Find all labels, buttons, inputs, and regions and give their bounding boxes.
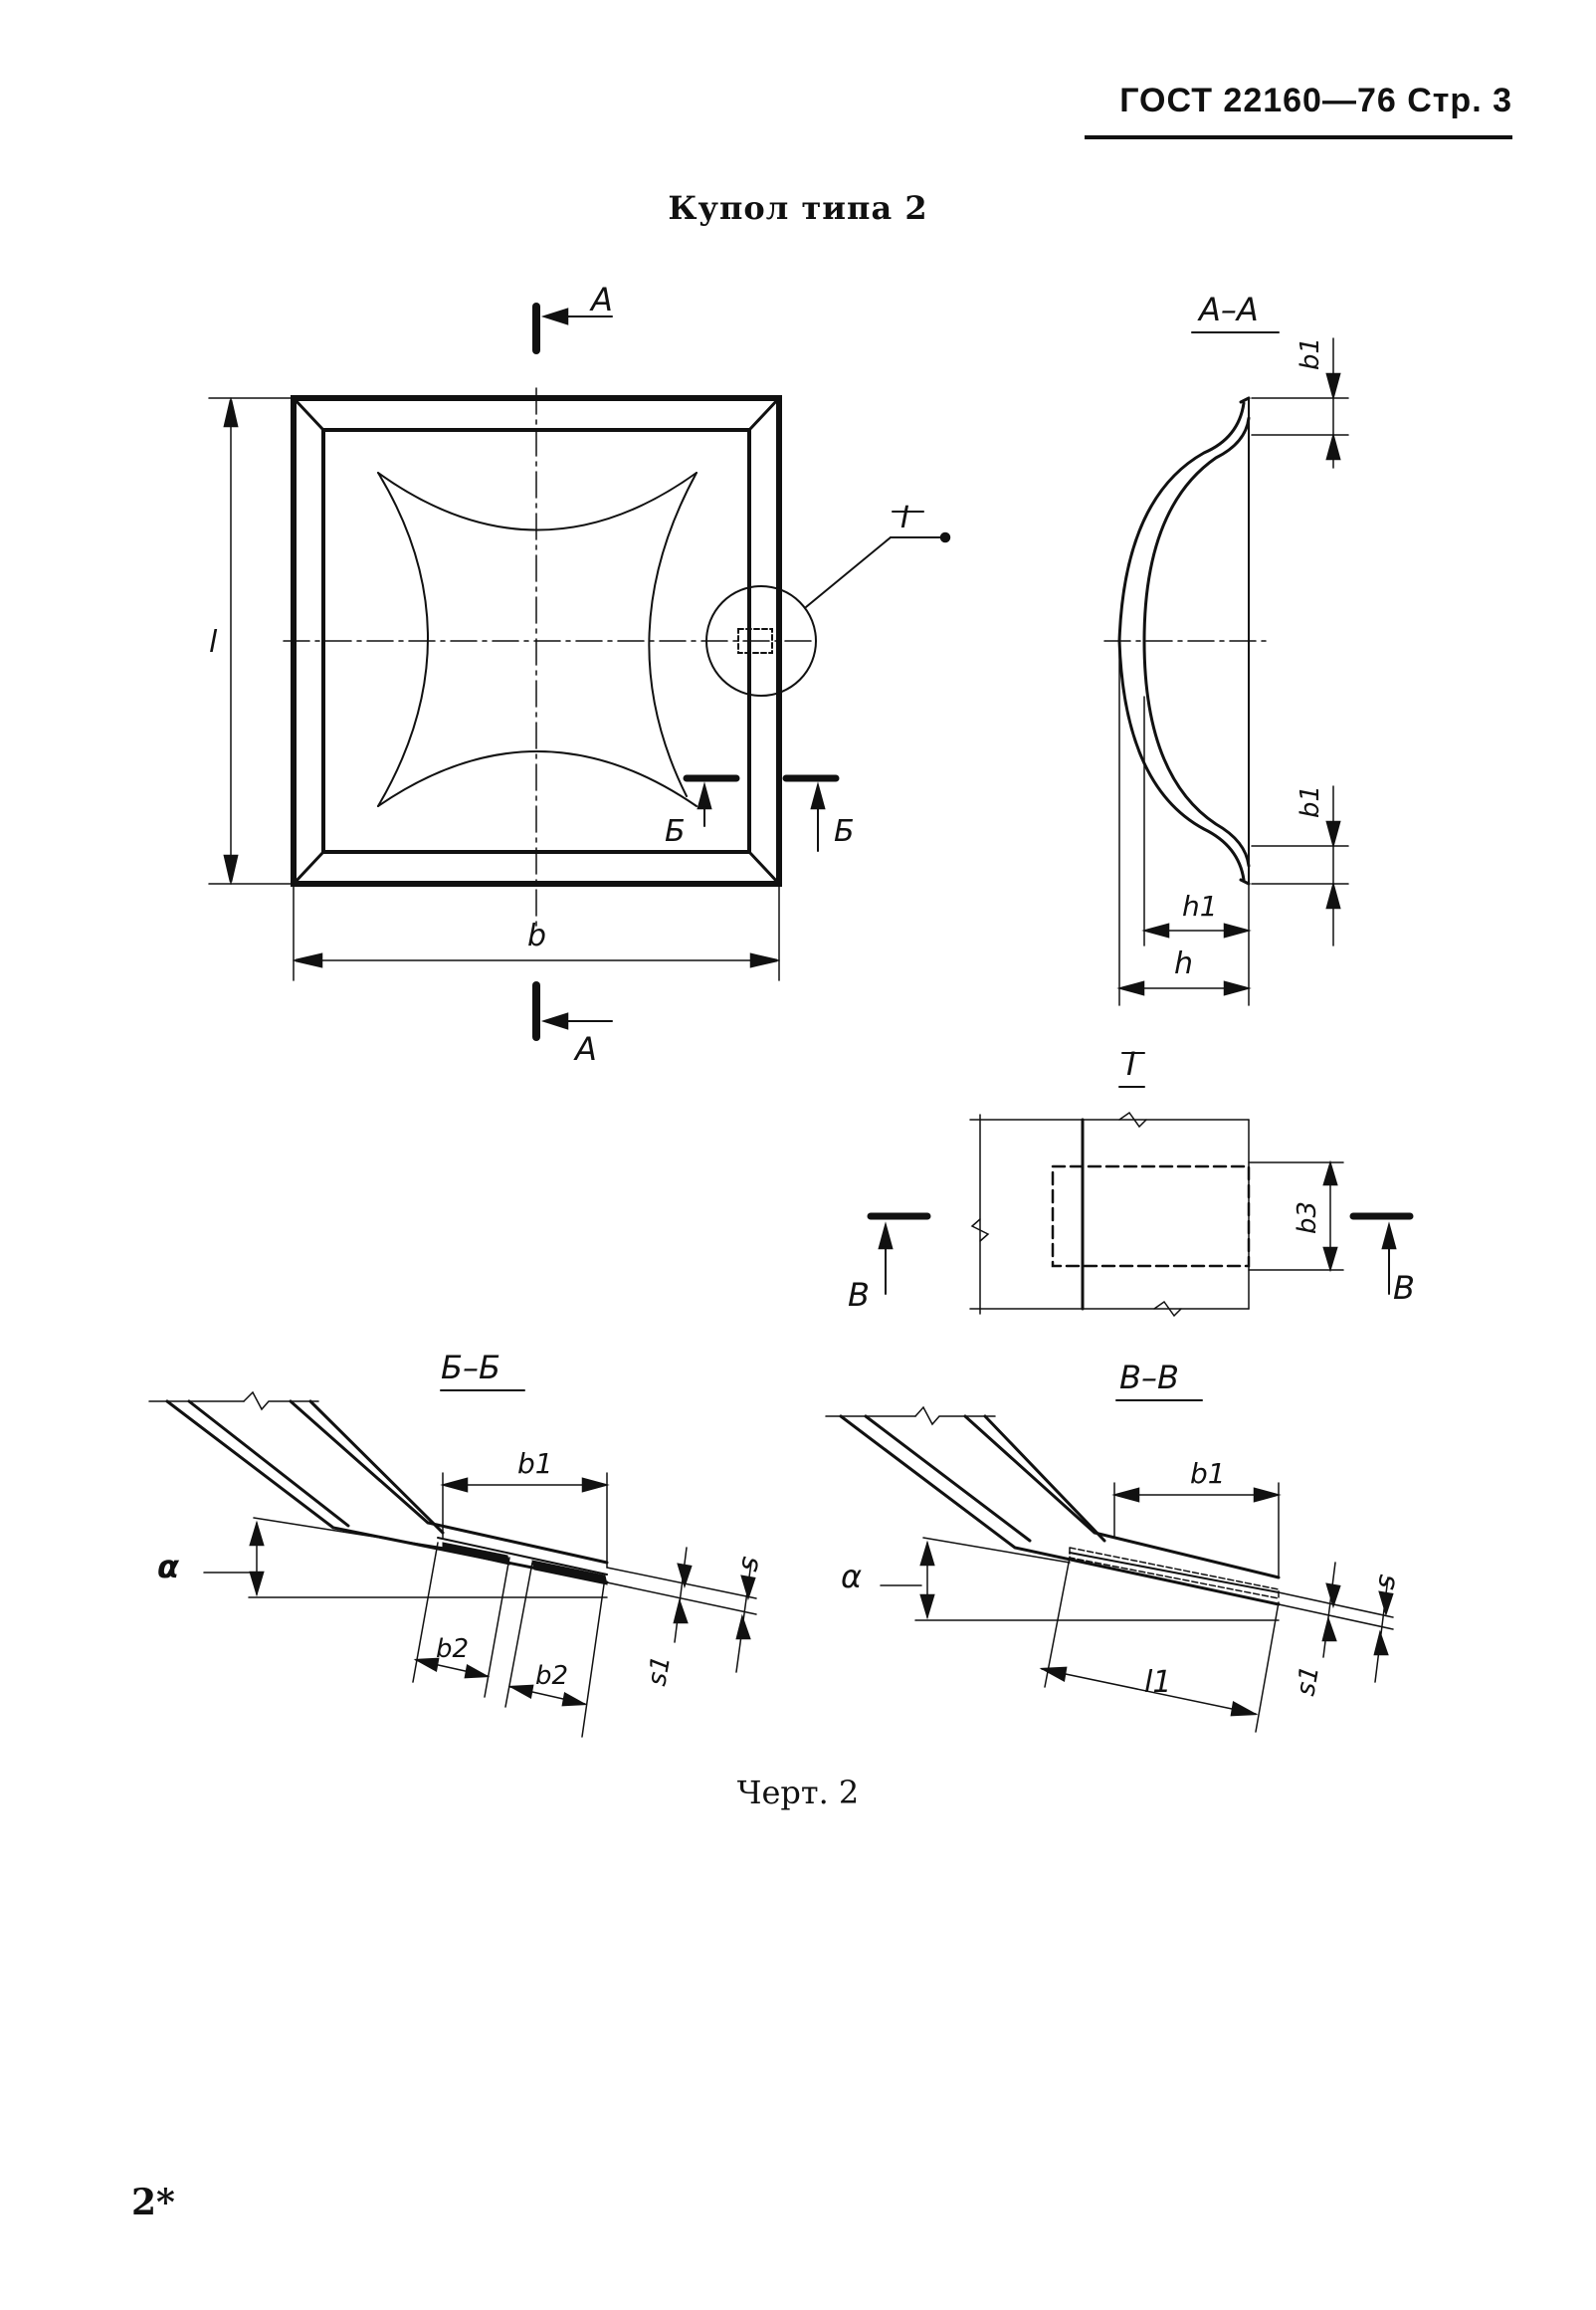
dim-h-label: h [1174,946,1193,981]
dim-s-label-section-bb: s [730,1554,765,1574]
dim-b1-label-top: b1 [1296,337,1325,370]
drawing-title: Купол типа 2 [668,189,928,227]
detail-i-view: I b3 В В [848,1045,1415,1318]
dim-b1-label-section-vv: b1 [1190,1457,1226,1490]
detail-i-overlap-area [1051,1164,1251,1268]
dim-b-label: b [527,919,546,953]
page-header: ГОСТ 22160—76 Стр. 3 [1085,82,1512,141]
page-number: 2* [131,2182,175,2223]
cut-label-v-left: В [848,1276,870,1314]
cut-label-a-top: А [589,281,613,318]
dome-curve-top [377,472,698,531]
section-bb-title: Б–Б [441,1349,500,1386]
section-aa-view: А–А b1 b1 [1103,291,1349,1006]
dim-s1-label-section-vv: s1 [1291,1663,1325,1698]
detail-i-circle [705,585,817,697]
cut-label-v-right: В [1393,1269,1415,1307]
dim-l1-label: l1 [1144,1665,1171,1700]
detail-i-ref-label: I [900,501,909,535]
dim-b1-label-section-bb: b1 [517,1447,553,1480]
section-aa-title: А–А [1197,291,1259,328]
header-gost-number: ГОСТ 22160—76 Стр. 3 [1119,82,1512,119]
header-rule [1085,135,1512,139]
section-vv-title: В–В [1119,1359,1179,1396]
detail-i-title: I [1126,1045,1135,1083]
dim-s1-label-section-bb: s1 [642,1653,677,1688]
plan-view: А А l b I [208,281,951,1068]
dim-b1-label-bottom: b1 [1296,785,1325,818]
dim-l-label: l [209,625,218,660]
section-vv-view: В–В b1 α [825,1359,1402,1733]
dim-s-label-section-vv: s [1367,1572,1402,1591]
dome-curve-right [648,472,698,797]
dim-b2-label-right: b2 [535,1661,568,1691]
alpha-label-section-vv: α [841,1558,862,1595]
dim-b3-label: b3 [1293,1201,1322,1234]
dim-b2-label-left: b2 [436,1634,469,1664]
dome-curve-bottom [377,750,698,807]
dome-profile-inner [1142,416,1251,868]
cut-label-b-right: Б [834,814,855,849]
cut-label-b-left: Б [665,814,686,849]
cut-label-a-bottom: А [573,1030,597,1068]
section-bb-view: Б–Б b1 α [148,1349,765,1738]
dim-h1-label: h1 [1182,890,1218,923]
alpha-label-section-bb: α [157,1548,180,1585]
dome-curve-left [377,472,429,807]
figure-caption: Черт. 2 [736,1774,860,1811]
